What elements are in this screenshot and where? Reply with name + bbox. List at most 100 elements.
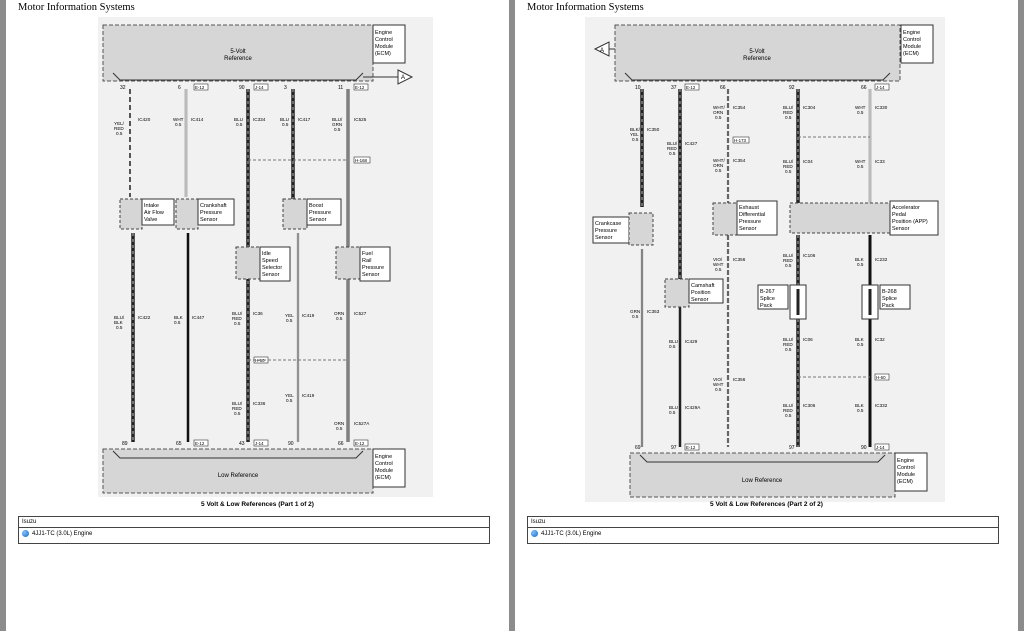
component-crankshaft-pressure-sensor: Crankshaft Pressure Sensor: [175, 198, 235, 230]
wire-color-label: 0.5: [116, 131, 123, 136]
component-label: Sensor: [200, 217, 218, 223]
wire-color-label: 0.5: [669, 344, 676, 349]
pin-label: 89: [122, 441, 128, 447]
circuit-label: IC36: [253, 311, 263, 316]
wiring-diagram: 5-Volt Reference Engine Control Module (…: [98, 17, 433, 497]
circuit-label: IC232: [875, 257, 888, 262]
circuit-label: IC33: [875, 159, 885, 164]
wire-color-label: BLU/: [783, 403, 794, 408]
wire-color-label: GRN: [630, 309, 640, 314]
wire-4: 3 IC417 BLU 0.5 IC419 YEL 0.5 IC419 YEL …: [280, 85, 315, 447]
circuit-label: IC350: [647, 127, 660, 132]
wire-color-label: GRN: [332, 122, 342, 127]
wire-color-label: BLK: [174, 315, 184, 320]
wire-color-label: 0.5: [175, 122, 182, 127]
wire-color-label: YEL/: [114, 121, 125, 126]
wire-color-label: 0.5: [857, 262, 864, 267]
wire-color-label: 0.5: [669, 410, 676, 415]
wire-color-label: 0.5: [174, 320, 181, 325]
brand-label: Isuzu: [531, 519, 546, 525]
circuit-label: IC525: [354, 117, 367, 122]
diagram-caption: 5 Volt & Low References (Part 2 of 2): [710, 501, 823, 508]
circuit-label: IC356: [733, 257, 746, 262]
component-label: Position: [691, 290, 711, 296]
pin-label: 10: [635, 85, 641, 91]
wire-color-label: 0.5: [785, 115, 792, 120]
pin-label: 97: [789, 445, 795, 451]
divider: [528, 527, 998, 528]
pin-label: 90: [288, 441, 294, 447]
circuit-label: IC419: [302, 313, 315, 318]
component-camshaft-position-sensor: Camshaft Position Sensor: [664, 278, 724, 308]
engine-label: 4JJ1-TC (3.0L) Engine: [32, 530, 93, 537]
wire-color-label: 0.5: [857, 164, 864, 169]
wire-2: 37 E-12 IC427 BLU/ RED 0.5 IC429 BLU 0.5…: [667, 83, 701, 451]
wire-color-label: 0.5: [857, 110, 864, 115]
pin-label: 66: [861, 85, 867, 91]
divider: [19, 527, 489, 528]
wire-color-label: 0.5: [785, 347, 792, 352]
ecm-ref-label: 5-Volt: [749, 49, 765, 55]
component-intake-air-flow-valve: Intake Air Flow Valve: [119, 198, 175, 230]
wire-3: 66 IC354 WHT/ ORN 0.5 H-173 IC354 WHT/ O…: [713, 85, 750, 447]
wire-color-label: ORN: [334, 311, 344, 316]
ecm-label-line: Engine: [375, 454, 392, 460]
engine-row[interactable]: 4JJ1-TC (3.0L) Engine: [531, 530, 601, 537]
ecm-label-line: Control: [375, 461, 393, 467]
pin-label: 90: [239, 85, 245, 91]
wiring-diagram-svg: 5-Volt Reference Engine Control Module (…: [102, 24, 414, 494]
wire-color-label: BLU/: [783, 105, 794, 110]
pin-label: 90: [861, 445, 867, 451]
wire-color-label: 0.5: [282, 122, 289, 127]
wire-2: 6 E-12 IC414 WHT 0.5 IC447 BLK 0.5 65 E-…: [173, 83, 209, 447]
circuit-label: IC304: [803, 105, 816, 110]
pin-label: 6: [178, 85, 181, 91]
component-label: B-268: [882, 289, 897, 295]
ecm-label-line: Control: [897, 465, 915, 471]
wire-color-label: 0.5: [715, 267, 722, 272]
connector-label: E-12: [686, 445, 696, 450]
wire-color-label: WHT: [855, 105, 866, 110]
component-label: Sensor: [892, 226, 910, 232]
connector-label: H-168: [355, 158, 368, 163]
circuit-label: IC336: [253, 401, 266, 406]
wire-color-label: 0.5: [632, 314, 639, 319]
circuit-label: IC527A: [354, 421, 370, 426]
pin-label: 37: [671, 85, 677, 91]
ecm-label-line: Module: [903, 44, 921, 50]
component-splice-pack-b267: B-267 Splice Pack: [757, 284, 807, 320]
wire-color-label: RED: [783, 110, 793, 115]
wire-color-label: ORN: [334, 421, 344, 426]
connector-label: E-12: [355, 85, 365, 90]
circuit-label: IC429: [685, 339, 698, 344]
wire-color-label: RED: [667, 146, 677, 151]
component-label: Speed: [262, 258, 278, 264]
wire-color-label: 0.5: [236, 122, 243, 127]
pin-label: 3: [284, 85, 287, 91]
wire-color-label: BLU/: [783, 253, 794, 258]
component-label: Sensor: [262, 272, 280, 278]
wire-4: 92 IC304 BLU/ RED 0.5 IC04 BLU/ RED 0.5 …: [783, 85, 816, 451]
component-label: Selector: [262, 265, 282, 271]
wire-color-label: 0.5: [116, 325, 123, 330]
wiring-diagram-svg: A 5-Volt Reference Engine Control Module…: [592, 24, 939, 498]
ecm-top-label: Engine Control Module (ECM): [900, 24, 934, 64]
pin-label: 69: [635, 445, 641, 451]
wire-color-label: 0.5: [715, 115, 722, 120]
wire-color-label: BLU/: [332, 117, 343, 122]
wire-color-label: 0.5: [785, 413, 792, 418]
engine-row[interactable]: 4JJ1-TC (3.0L) Engine: [22, 530, 92, 537]
wire-color-label: 0.5: [286, 398, 293, 403]
wire-color-label: YEL: [630, 132, 639, 137]
wire-color-label: 0.5: [857, 408, 864, 413]
wire-color-label: BLU/: [783, 159, 794, 164]
component-label: Idle: [262, 251, 271, 257]
circuit-label: IC527: [354, 311, 367, 316]
component-label: Valve: [144, 217, 157, 223]
wire-color-label: RED: [232, 316, 242, 321]
wire-color-label: VIO/: [713, 377, 723, 382]
circuit-label: IC32: [875, 337, 885, 342]
wire-color-label: 0.5: [336, 316, 343, 321]
circuit-label: IC06: [803, 337, 813, 342]
vehicle-info-box: Isuzu 4JJ1-TC (3.0L) Engine: [527, 516, 999, 544]
